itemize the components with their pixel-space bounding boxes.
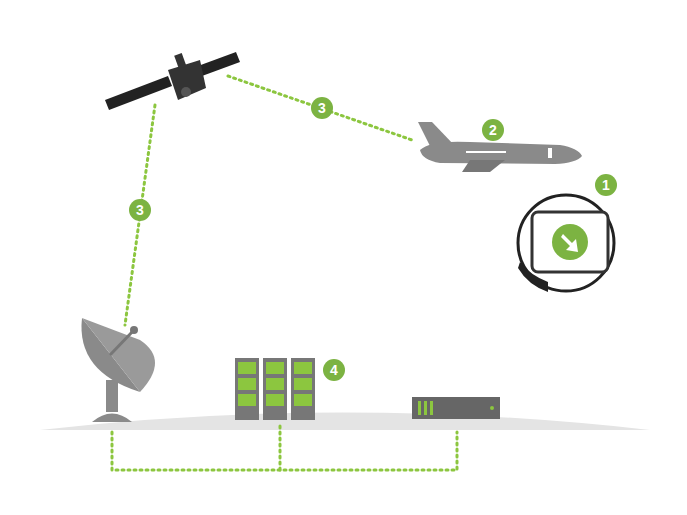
satellite-dish (81, 318, 155, 422)
satellite (105, 52, 240, 110)
callout-number: 3 (129, 199, 151, 221)
callout-number: 2 (482, 119, 504, 141)
server-racks (235, 358, 315, 420)
callout-number: 4 (323, 359, 345, 381)
ground (40, 413, 650, 431)
signal-links (112, 76, 457, 470)
callout-number: 3 (311, 97, 333, 119)
tablet-icon (518, 195, 614, 292)
network-box (412, 397, 500, 419)
callout-number: 1 (595, 174, 617, 196)
